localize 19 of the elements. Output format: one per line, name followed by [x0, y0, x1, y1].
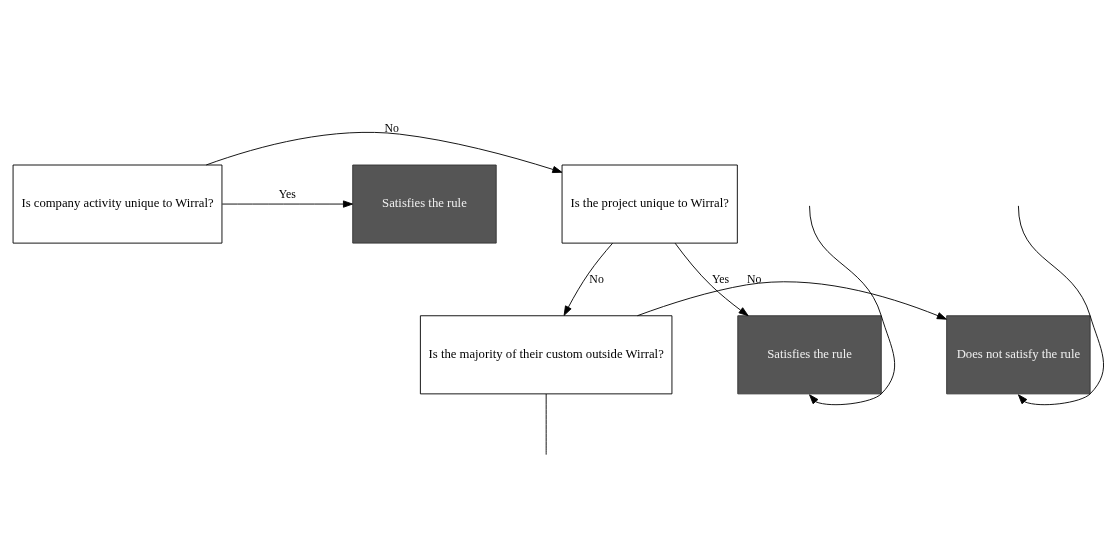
edge-label: No — [746, 271, 762, 286]
edge-label: Yes — [278, 186, 296, 201]
edge-label: Yes — [711, 271, 730, 286]
node-box: Is the project unique to Wirral? — [561, 164, 738, 244]
arrow — [205, 131, 563, 173]
edge-label: No — [589, 271, 604, 286]
arrow — [1017, 204, 1104, 405]
arrow — [809, 204, 896, 405]
node-box: Satisfies the rule — [737, 314, 882, 394]
arrow — [563, 242, 614, 316]
node-box: Is the majority of their custom outside Wirral? — [419, 314, 673, 394]
arrow — [674, 242, 749, 316]
node-box: Satisfies the rule — [352, 164, 497, 244]
arrow — [636, 280, 947, 320]
edge-label: No — [384, 120, 399, 135]
node-box: Does not satisfy the rule — [946, 314, 1091, 394]
connector — [545, 393, 547, 455]
arrow — [221, 199, 353, 208]
node-box: Is company activity unique to Wirral? — [12, 164, 223, 244]
